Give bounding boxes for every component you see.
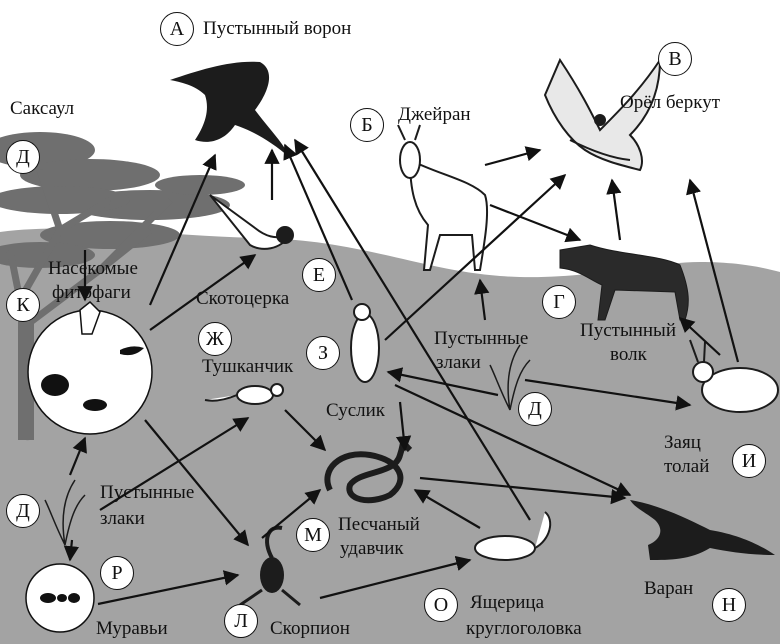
- arrow-scorpion-lizard: [319, 555, 472, 600]
- raven: [170, 61, 290, 158]
- label-gopher: Суслик: [326, 400, 386, 421]
- arrow-gazelle-eagle: [484, 146, 542, 167]
- badge-monitor: Н: [712, 588, 746, 622]
- badge-scorpion: Л: [224, 604, 258, 638]
- arrow-grass-insects: [68, 436, 87, 476]
- arrow-gopher-monitor: [394, 384, 632, 497]
- label-eagle: Орёл беркут: [620, 92, 721, 113]
- arrow-gopher-eagle: [384, 173, 567, 341]
- label-saxaul: Саксаул: [10, 98, 75, 119]
- arrow-insects-scorpion: [144, 419, 249, 547]
- sand-boa: [324, 440, 413, 504]
- badge-gopher: З: [306, 336, 340, 370]
- badge-warbler: Е: [302, 258, 336, 292]
- label-monitor: Варан: [644, 578, 694, 599]
- wolf: [559, 244, 689, 321]
- ants-circle: [25, 563, 95, 633]
- desert-ground: [0, 228, 780, 644]
- arrow-boa-monitor: [419, 476, 627, 505]
- badge-jerboa: Ж: [198, 322, 232, 356]
- monitor-lizard: [630, 500, 775, 560]
- label-raven: Пустынный ворон: [203, 18, 352, 39]
- label-wolf-l1: Пустынный: [580, 320, 676, 341]
- label-hare-l1: Заяц: [664, 432, 701, 453]
- label-grass-left-l2: злаки: [100, 508, 145, 529]
- arrow-gazelle-wolf: [489, 203, 582, 243]
- label-warbler: Скотоцерка: [196, 288, 290, 309]
- gazelle: [397, 124, 489, 271]
- jerboa: [204, 383, 284, 405]
- food-web-arrows: [63, 138, 740, 606]
- label-lizard-l1: Ящерица: [470, 592, 545, 613]
- badge-gazelle: Б: [350, 108, 384, 142]
- grass-mid: [489, 344, 531, 411]
- arrow-gopher-boa: [395, 401, 412, 452]
- badge-boa: М: [296, 518, 330, 552]
- label-grass-left-l1: Пустынные: [100, 482, 195, 503]
- label-insects-l2: фитофаги: [52, 282, 131, 303]
- arrow-insects-warbler: [149, 254, 257, 331]
- label-jerboa: Тушканчик: [202, 356, 294, 377]
- badge-hare: И: [732, 444, 766, 478]
- scorpion: [239, 525, 301, 607]
- arrow-grass-jerboa: [99, 417, 250, 511]
- badge-lizard: О: [424, 588, 458, 622]
- label-lizard-l2: круглоголовка: [466, 618, 582, 639]
- label-wolf-l2: волк: [610, 344, 647, 365]
- badge-grass-mid: Д: [518, 392, 552, 426]
- arrow-lizard-raven: [294, 138, 531, 521]
- label-gazelle: Джейран: [398, 104, 471, 125]
- label-scorpion: Скорпион: [270, 618, 350, 639]
- warbler: [209, 194, 294, 250]
- arrow-ants-scorpion: [97, 570, 240, 606]
- badge-grass-left: Д: [6, 494, 40, 528]
- badge-saxaul: Д: [6, 140, 40, 174]
- arrow-grass-gazelle: [474, 278, 490, 321]
- gopher: [350, 303, 380, 383]
- label-insects-l1: Насекомые: [48, 258, 138, 279]
- eagle: [543, 56, 662, 172]
- badge-wolf: Г: [542, 285, 576, 319]
- badge-ants: Р: [100, 556, 134, 590]
- arrow-saxaul-raven: [148, 153, 217, 306]
- label-boa-l1: Песчаный: [338, 514, 420, 535]
- grass-left: [44, 479, 86, 546]
- label-grass-mid-l1: Пустынные: [434, 328, 529, 349]
- label-hare-l2: толай: [664, 456, 710, 477]
- arrow-wolf-eagle: [606, 178, 622, 241]
- label-ants: Муравьи: [96, 618, 168, 639]
- arrow-lizard-boa: [413, 489, 481, 529]
- hare: [689, 339, 779, 413]
- arrow-hare-eagle: [686, 178, 740, 363]
- arrow-grass-ants: [63, 539, 80, 562]
- arrow-grass-hare: [524, 378, 692, 411]
- label-grass-mid-l2: злаки: [436, 352, 481, 373]
- label-boa-l2: удавчик: [340, 538, 404, 559]
- toad-headed-lizard: [474, 511, 552, 561]
- badge-insects: К: [6, 288, 40, 322]
- arrow-gopher-raven: [283, 143, 354, 301]
- arrow-grass-gopher: [386, 367, 499, 397]
- badge-raven: А: [160, 12, 194, 46]
- arrow-scorpion-boa: [261, 489, 322, 539]
- badge-eagle: В: [658, 42, 692, 76]
- arrow-hare-wolf: [678, 316, 721, 356]
- arrow-jerboa-boa: [284, 409, 327, 452]
- insects-circle: [27, 300, 153, 435]
